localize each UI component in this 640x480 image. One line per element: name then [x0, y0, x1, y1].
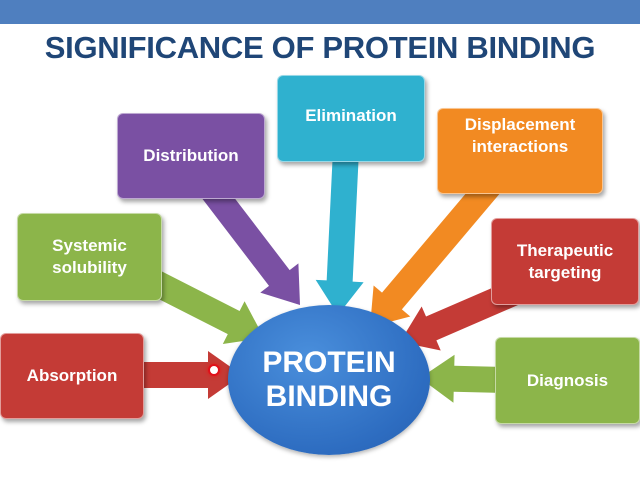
slide-title: SIGNIFICANCE OF PROTEIN BINDING — [44, 30, 596, 65]
arrow-displacement-interactions — [370, 176, 500, 327]
node-label: interactions — [471, 137, 569, 156]
node-absorption: Absorption — [0, 333, 144, 419]
hub-line1: PROTEIN — [262, 346, 396, 379]
arrow-diagnosis — [420, 354, 506, 403]
hub-line2: BINDING — [265, 380, 393, 413]
node-label: solubility — [52, 258, 127, 277]
top-bar — [0, 0, 640, 24]
node-diagnosis: Diagnosis — [495, 337, 640, 424]
node-elimination: Elimination — [277, 75, 425, 162]
pointer-cursor-icon — [208, 364, 220, 376]
node-label: Absorption — [26, 366, 118, 385]
arrow-systemic-solubility — [144, 268, 264, 344]
node-label: Therapeutic — [516, 240, 614, 260]
arrow-distribution — [201, 182, 300, 305]
node-label: Elimination — [305, 106, 397, 125]
arrow-elimination — [315, 149, 364, 315]
node-distribution: Distribution — [117, 113, 265, 199]
node-label: targeting — [528, 262, 602, 282]
node-label: Diagnosis — [526, 370, 609, 390]
node-displacement-interactions: Displacement interactions — [437, 108, 603, 194]
node-label: Distribution — [143, 146, 239, 165]
node-label: Systemic — [52, 236, 127, 255]
node-label: Displacement — [464, 115, 576, 134]
node-systemic-solubility: Systemic solubility — [17, 213, 162, 301]
arrow-absorption — [143, 351, 242, 399]
